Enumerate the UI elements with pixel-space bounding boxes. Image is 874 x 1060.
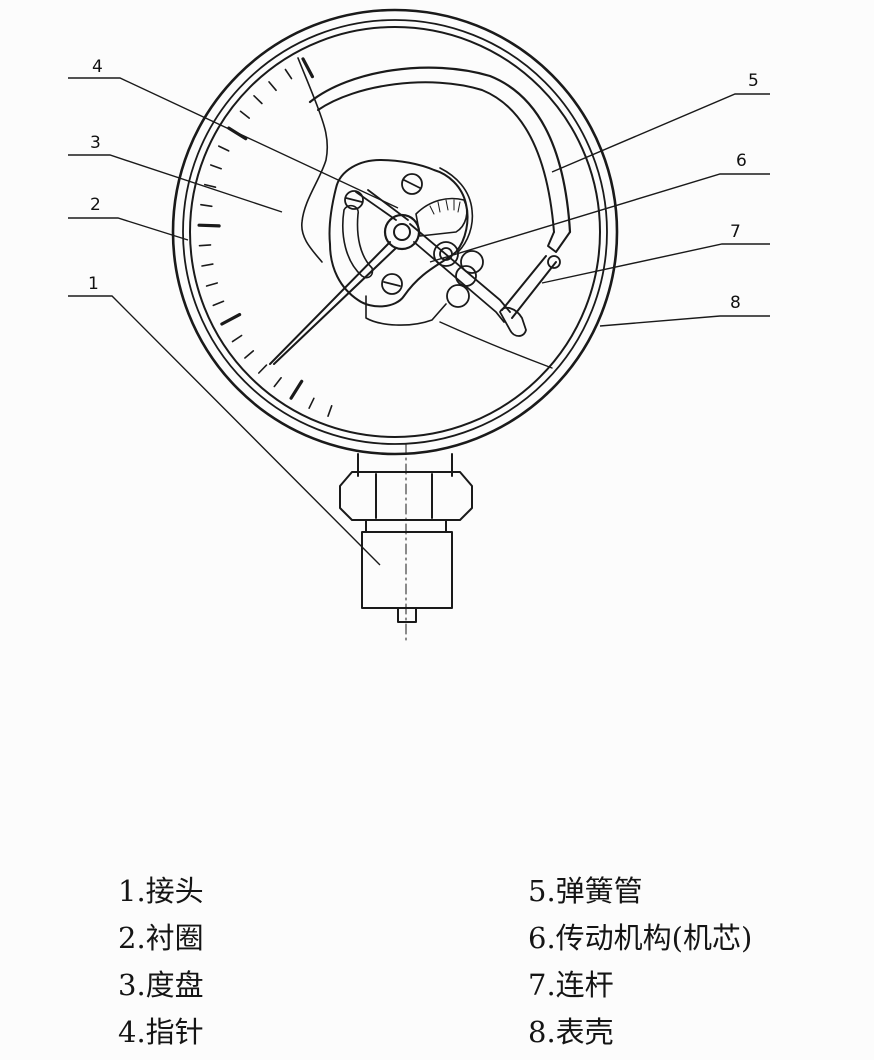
- dial-tick: [197, 223, 221, 228]
- dial-tick: [205, 282, 218, 287]
- dial-tick: [200, 203, 213, 208]
- dial-tick: [218, 145, 230, 152]
- legend-item-7: 7.连杆: [528, 968, 614, 1002]
- dial-tick: [327, 404, 333, 418]
- legend-column-left: 1.接头 2.衬圈 3.度盘 4.指针: [118, 868, 204, 1056]
- dial-cutaway-edge: [297, 57, 329, 263]
- dial-lower-edge: [439, 321, 553, 369]
- callout-number-6: 6: [736, 151, 747, 171]
- bourdon-tip-pin: [547, 255, 561, 269]
- dial-scale: [197, 57, 333, 418]
- leader-line-8: [599, 315, 770, 327]
- dial-tick: [268, 81, 277, 92]
- dial-tick: [201, 263, 214, 267]
- callout-number-3: 3: [90, 133, 101, 153]
- gauge-case-inner-rim: [182, 19, 608, 445]
- dial-tick: [210, 164, 222, 170]
- dial-tick: [301, 57, 314, 79]
- legend-item-3: 3.度盘: [118, 968, 204, 1002]
- bourdon-tube: [308, 66, 572, 234]
- leader-line-4: [68, 77, 399, 209]
- callout-number-1: 1: [88, 274, 99, 294]
- connecting-rod: [501, 255, 557, 319]
- callout-number-4: 4: [92, 57, 103, 77]
- pressure-gauge-diagram: 1 2 3 4 5 6 7 8: [68, 8, 770, 641]
- callout-number-8: 8: [730, 293, 741, 313]
- callout-number-2: 2: [90, 195, 101, 215]
- pointer-hub: [383, 213, 421, 251]
- lining-ring: [189, 26, 601, 438]
- dial-tick: [284, 68, 293, 80]
- dial-tick: [253, 95, 263, 105]
- dial-tick: [289, 379, 304, 400]
- bourdon-tube-tip: [547, 231, 571, 253]
- legend-item-5: 5.弹簧管: [528, 874, 643, 908]
- callout-leaders: [68, 77, 770, 566]
- leader-line-7: [541, 243, 770, 284]
- pointer-needle: [269, 241, 397, 365]
- pointer-tail: [355, 189, 409, 221]
- movement-slot-left: [342, 204, 374, 279]
- legend-column-right: 5.弹簧管 6.传动机构(机芯) 7.连杆 8.表壳: [528, 868, 752, 1056]
- dial-tick: [204, 183, 217, 188]
- movement-under-block: [365, 295, 447, 326]
- leader-line-2: [68, 217, 189, 241]
- dial-tick: [257, 364, 268, 374]
- leader-line-5: [551, 93, 770, 173]
- sector-gear: [415, 197, 468, 237]
- parts-legend: 1.接头 2.衬圈 3.度盘 4.指针 5.弹簧管 6.传动机构(机芯) 7.连…: [0, 868, 874, 1058]
- legend-item-4: 4.指针: [118, 1015, 204, 1049]
- leader-line-1: [68, 295, 381, 566]
- legend-item-2: 2.衬圈: [118, 921, 204, 955]
- leader-line-3: [68, 154, 283, 213]
- movement-plate: [328, 159, 469, 308]
- leader-line-6: [429, 173, 770, 263]
- legend-item-1: 1.接头: [118, 874, 204, 908]
- dial-tick: [231, 334, 243, 343]
- dial-tick: [212, 300, 225, 307]
- gauge-case: [171, 8, 619, 456]
- movement-side-ridge: [439, 167, 474, 253]
- callout-number-7: 7: [730, 222, 741, 242]
- dial-tick: [239, 110, 250, 119]
- dial-tick: [308, 397, 315, 410]
- pointer-hub-center: [393, 223, 411, 241]
- movement-screws: [344, 173, 484, 295]
- bourdon-tube-inner: [317, 81, 555, 233]
- dial-tick: [244, 350, 255, 359]
- lever-slot: [499, 306, 527, 337]
- dial-tick: [198, 244, 212, 247]
- dial-tick: [220, 313, 242, 326]
- sector-gear-teeth: [429, 199, 461, 215]
- callout-number-5: 5: [748, 71, 759, 91]
- legend-item-6: 6.传动机构(机芯): [528, 921, 753, 955]
- dial-tick: [273, 376, 282, 388]
- legend-item-8: 8.表壳: [528, 1015, 614, 1049]
